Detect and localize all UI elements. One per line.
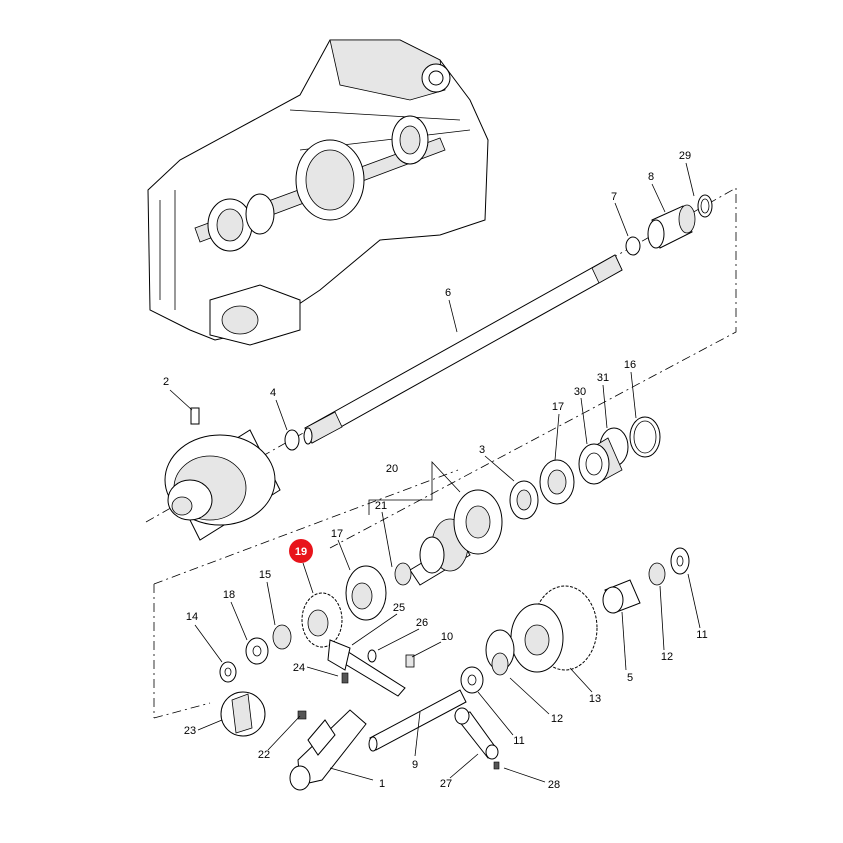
callout-12-upper: 12 (661, 651, 673, 663)
callout-16: 16 (624, 359, 636, 371)
part-13-gear-cluster (485, 585, 598, 673)
callout-21: 21 (375, 500, 387, 512)
callout-11-lower: 11 (513, 735, 524, 747)
callout-26: 26 (416, 617, 428, 629)
callout-30: 30 (574, 386, 586, 398)
callout-29: 29 (679, 150, 691, 162)
callout-23: 23 (184, 725, 196, 737)
part-7-ring (625, 236, 641, 256)
callout-11-upper: 11 (696, 629, 707, 641)
callout-15: 15 (259, 569, 271, 581)
callout-27: 27 (440, 778, 452, 790)
callout-8: 8 (648, 171, 654, 183)
part-11-fork-lower (460, 666, 484, 694)
callout-20: 20 (386, 463, 398, 475)
callout-7: 7 (611, 191, 617, 203)
part-27-lever (454, 707, 499, 760)
callout-9: 9 (412, 759, 418, 771)
callout-13: 13 (589, 693, 601, 705)
part-26-ring (367, 649, 377, 663)
callout-2: 2 (163, 376, 169, 388)
part-17-bearing-lower (345, 565, 387, 621)
part-22-nut (297, 710, 307, 720)
leader-lines (169, 162, 701, 783)
callout-17-upper: 17 (552, 401, 564, 413)
part-17-bearing-upper (539, 459, 575, 505)
callout-4: 4 (270, 387, 276, 399)
callout-19: 19 (295, 546, 307, 558)
callout-14: 14 (186, 611, 198, 623)
callout-5: 5 (627, 672, 633, 684)
part-29-circlip (697, 194, 713, 218)
part-5-spacer (602, 579, 641, 614)
part-20-gear-shaft (409, 489, 503, 586)
callout-25: 25 (393, 602, 405, 614)
part-18-washer (245, 637, 269, 665)
callout-6: 6 (445, 287, 451, 299)
callout-1: 1 (379, 778, 385, 790)
part-21-needle-bearing (394, 562, 412, 586)
part-12-needle-bearing-upper (648, 562, 666, 586)
callout-28: 28 (548, 779, 560, 791)
callout-22: 22 (258, 749, 270, 761)
housing-shaft (194, 115, 446, 252)
part-30-bearing (578, 437, 623, 485)
part-25-selector-rod (327, 639, 406, 697)
callout-10: 10 (441, 631, 453, 643)
callout-labels: 29 8 7 6 2 4 16 31 30 17 3 20 21 17 19 1… (163, 150, 708, 791)
part-3-bearing (509, 480, 539, 520)
callout-19-highlight-badge (289, 539, 313, 563)
callout-31: 31 (597, 372, 609, 384)
part-10-plug (405, 654, 415, 668)
part-16-ring (629, 416, 661, 458)
part-23-detail-circle (220, 691, 266, 737)
callout-12-lower: 12 (551, 713, 563, 725)
part-15-needle-bearing (272, 624, 292, 650)
part-12-needle-bearing-lower (491, 652, 509, 676)
part-6-shaft (303, 254, 623, 445)
part-9-shaft (368, 689, 467, 752)
callout-3: 3 (479, 444, 485, 456)
part-11-washer-upper (670, 547, 690, 575)
callout-18: 18 (223, 589, 235, 601)
part-14-washer (219, 661, 237, 683)
callout-17-lower: 17 (331, 528, 343, 540)
part-1-selector-fork (289, 709, 367, 791)
part-19-gear (301, 592, 343, 648)
transmission-housing (147, 39, 489, 346)
part-24-pin (341, 672, 349, 684)
part-8-coupling (647, 204, 696, 249)
callout-24: 24 (293, 662, 305, 674)
part-4-ring (284, 429, 300, 451)
part-28-screw (493, 761, 500, 770)
part-2-clutch-pack (164, 407, 281, 541)
